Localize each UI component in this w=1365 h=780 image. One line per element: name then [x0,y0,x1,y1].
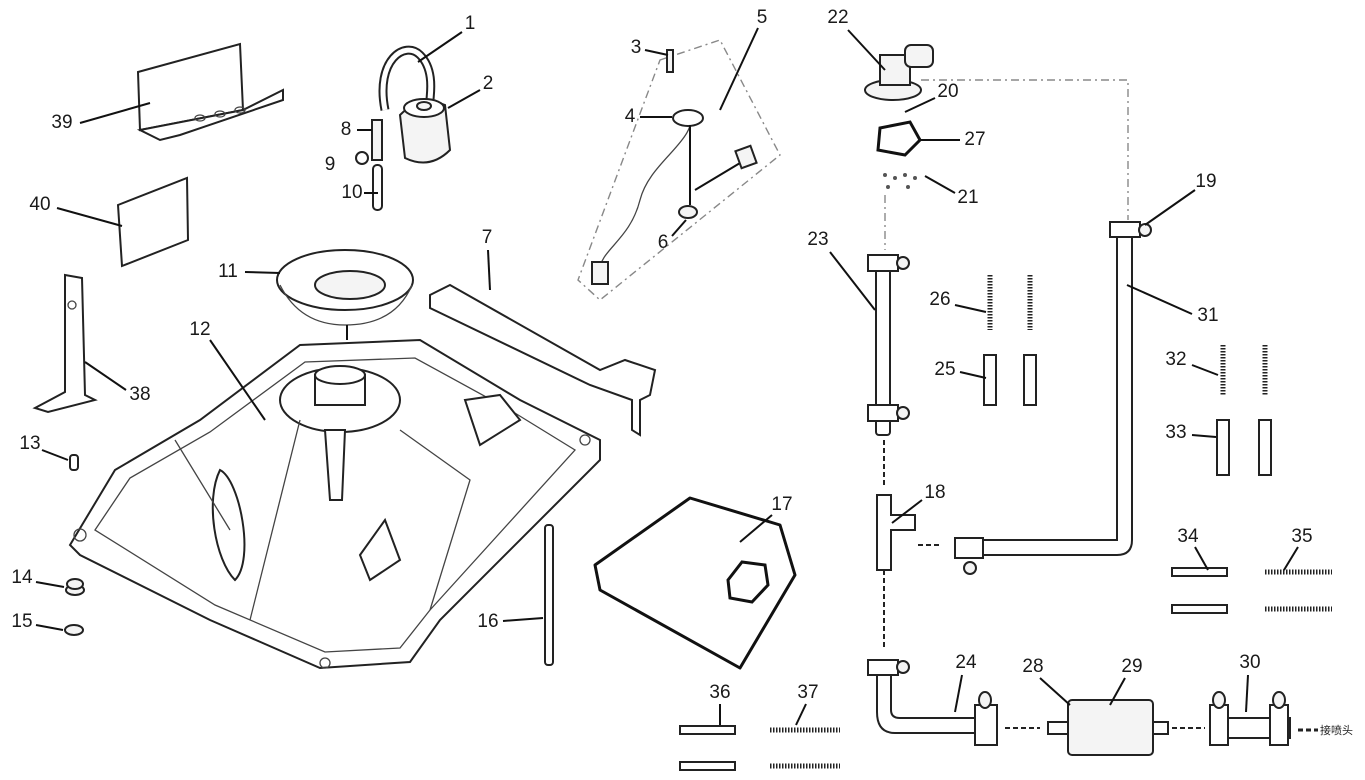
part-8 [371,119,383,161]
part-39-bracket [136,42,284,142]
label-part-9: 9 [325,154,336,175]
part-25-pin [983,354,1037,406]
part-13 [69,454,79,471]
part-12-fuel-tank [68,338,601,670]
part-33-pin [1216,419,1272,476]
label-part-19: 19 [1195,171,1216,192]
part-24-pipe [867,659,998,746]
label-part-1: 1 [465,13,476,34]
outlet-note: 接喷头 [1320,724,1353,737]
label-part-3: 3 [631,37,642,58]
label-part-10: 10 [341,182,362,203]
part-40-plate [116,176,190,268]
part-34-pin [1171,567,1228,614]
label-part-18: 18 [924,482,945,503]
part-2-fuel-cap [398,98,452,164]
leader-lines [35,27,1299,726]
part-26-spring [987,275,1033,330]
label-part-15: 15 [11,611,32,632]
label-part-7: 7 [482,227,493,248]
part-31-return-pipe [954,221,1152,575]
part-32-spring [1220,345,1268,395]
label-part-32: 32 [1165,349,1186,370]
label-part-11: 11 [218,261,238,282]
label-part-25: 25 [934,359,955,380]
part-36-pin [679,725,736,771]
label-part-36: 36 [709,682,730,703]
label-part-37: 37 [797,682,818,703]
label-part-24: 24 [955,652,977,673]
label-part-12: 12 [189,319,210,340]
part-30-pipe [1209,691,1291,746]
part-27-seal [876,120,922,157]
part-11-filler-neck-ring [276,249,414,340]
part-23-pipe [867,254,910,436]
part-22-fuel-pump-head [864,44,934,101]
label-part-14: 14 [11,567,33,588]
part-38-bracket [32,273,98,414]
label-part-6: 6 [658,232,669,253]
part-15-washer [64,624,84,636]
part-29-fuel-filter [1047,699,1169,756]
part-17-gasket [593,496,797,670]
part-5-fuel-sender [577,39,781,301]
label-part-39: 39 [51,112,72,133]
label-part-34: 34 [1177,526,1199,547]
part-14-grommet [65,578,85,596]
label-part-31: 31 [1197,305,1218,326]
label-part-28: 28 [1022,656,1043,677]
label-part-17: 17 [771,494,792,515]
part-35-spring [1265,569,1332,612]
label-part-26: 26 [929,289,950,310]
label-part-21: 21 [957,187,978,208]
part-16-rod [544,524,554,666]
part-7-bracket [429,283,657,437]
label-part-38: 38 [129,384,150,405]
part-18-tee [876,494,916,571]
part-10 [372,164,383,211]
label-part-33: 33 [1165,422,1186,443]
label-part-40: 40 [29,194,50,215]
label-part-20: 20 [937,81,958,102]
label-part-4: 4 [625,106,636,127]
label-part-29: 29 [1121,656,1142,677]
label-part-8: 8 [341,119,352,140]
label-part-2: 2 [483,73,494,94]
label-part-35: 35 [1291,526,1312,547]
label-part-13: 13 [19,433,40,454]
label-part-5: 5 [757,7,768,28]
label-part-27: 27 [964,129,985,150]
part-9 [355,151,369,165]
part-21-bolts [883,173,917,189]
label-part-23: 23 [807,229,828,250]
part-37-spring [770,727,840,769]
label-part-16: 16 [477,611,498,632]
label-part-22: 22 [827,7,848,28]
label-part-30: 30 [1239,652,1260,673]
